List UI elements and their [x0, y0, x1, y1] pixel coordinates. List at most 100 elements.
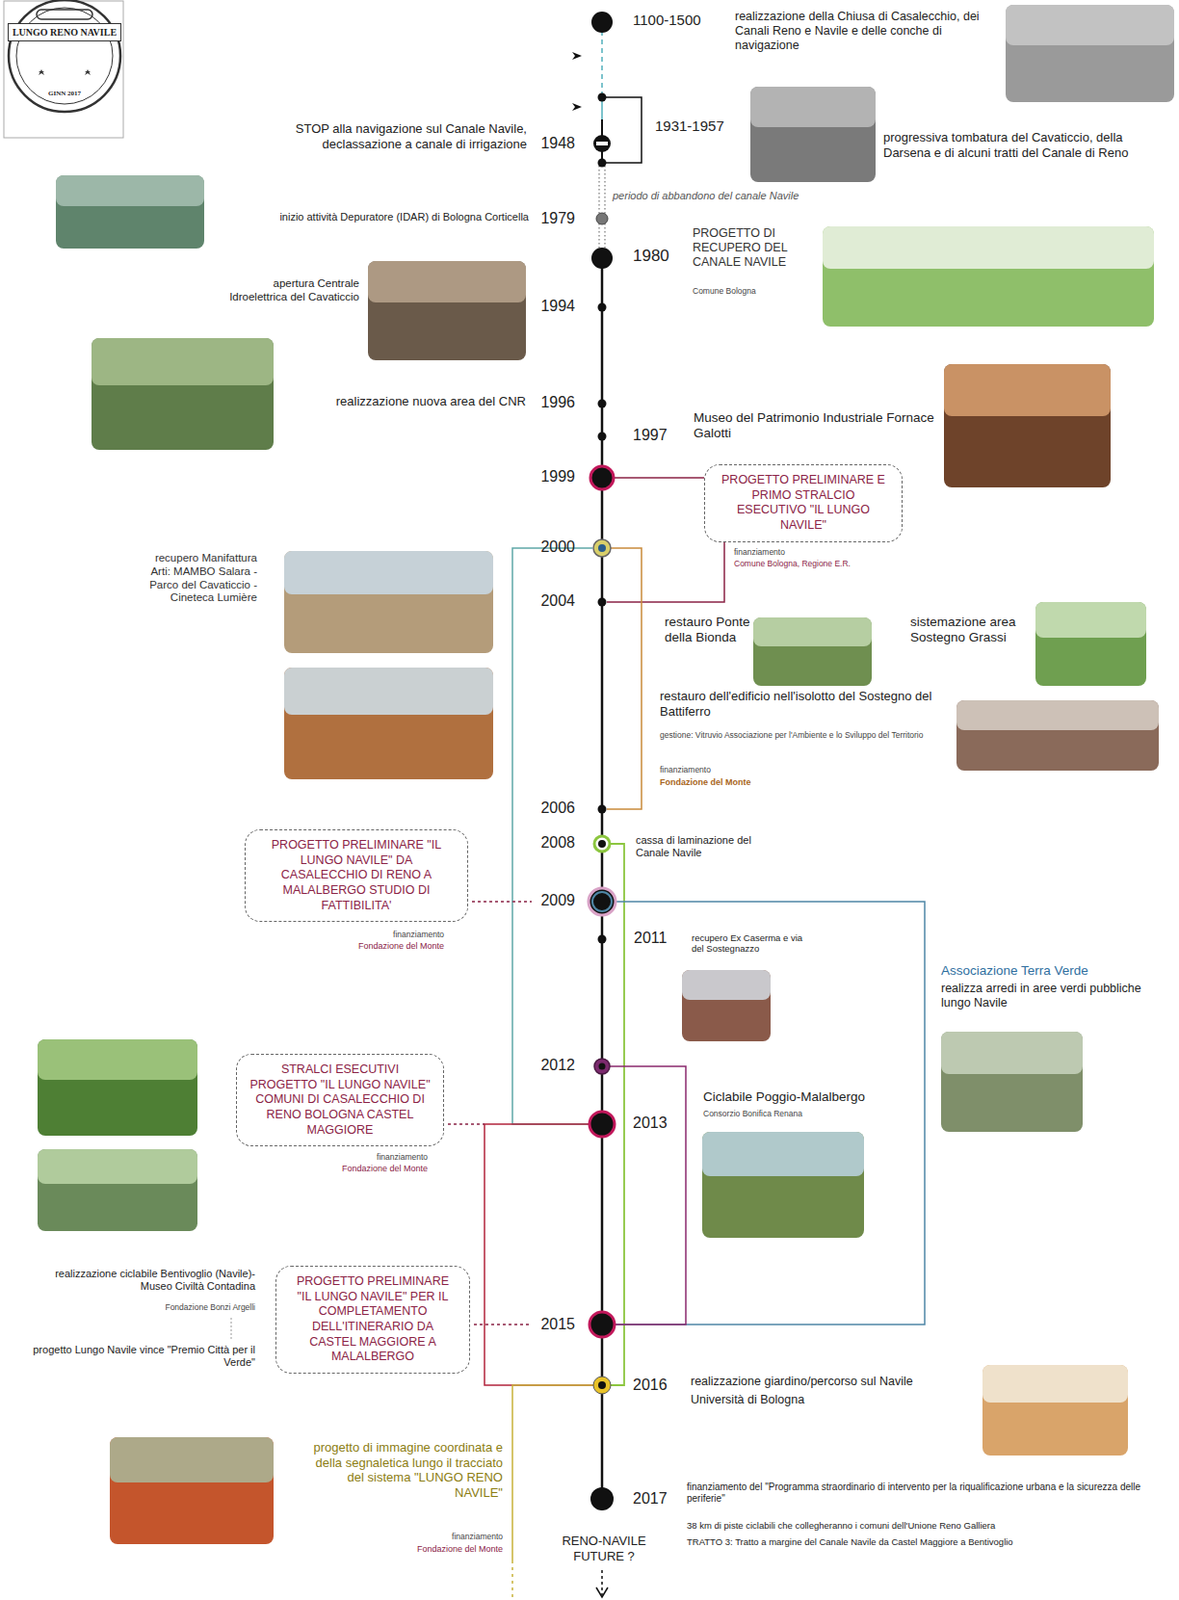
year-label: 1931-1957 [655, 117, 725, 135]
photo-sky [109, 1437, 274, 1483]
credit-note: finanziamento [376, 1152, 428, 1162]
year-label: 2015 [540, 1314, 576, 1334]
event-text: 38 km di piste ciclabili che collegheran… [686, 1519, 996, 1531]
timeline-dot [598, 399, 607, 409]
stamp-star [38, 69, 91, 76]
photo-sky [37, 1149, 198, 1184]
event-text: realizza arredi in aree verdi pubbliche … [941, 981, 1144, 1011]
photo-sky [1005, 4, 1175, 46]
year-label: 2006 [540, 798, 576, 817]
year-label: 1999 [540, 467, 576, 486]
timeline-dot [588, 888, 616, 916]
photo [956, 700, 1159, 771]
node-text: STRALCI ESECUTIVI PROGETTO "IL LUNGO NAV… [248, 1062, 432, 1138]
event-text: realizzazione nuova area del CNR [336, 393, 526, 410]
timeline-dot [593, 134, 611, 153]
stamp-frame [3, 0, 124, 138]
timeline-dot-core [599, 1063, 606, 1071]
year-label: 2004 [540, 591, 576, 610]
photo [91, 338, 274, 450]
timeline-dot [598, 805, 607, 814]
event-text: restauro Ponte della Bionda [664, 614, 752, 646]
timeline-dot-ring [592, 891, 612, 912]
photo-sky [91, 338, 274, 386]
year-label: 2011 [633, 928, 667, 947]
photo [367, 261, 526, 361]
timeline-line [601, 102, 603, 120]
credit-note: gestione: Vitruvio Associazione per l'Am… [659, 730, 940, 740]
event-text: Associazione Terra Verde [941, 963, 1089, 979]
period-note: periodo di abbandono del canale Navile [612, 189, 799, 203]
photo [982, 1364, 1128, 1456]
credit-note: finanziamento [451, 1531, 503, 1542]
year-label: 1997 [632, 425, 668, 445]
photo [37, 1039, 198, 1136]
credit-note: finanziamento [733, 547, 786, 557]
node-text: PROGETTO PRELIMINARE "IL LUNGO NAVILE" D… [257, 838, 456, 914]
photo-sky [702, 1131, 865, 1177]
photo-sky [681, 969, 771, 1000]
timeline-dot [591, 11, 613, 33]
logo-stamp: LUNGO RENO NAVILEGINN 2017 [7, 0, 122, 137]
credit-note: Comune Bologna, Regione E.R. [733, 558, 851, 569]
node-text: PROGETTO PRELIMINARE "IL LUNGO NAVILE" P… [288, 1274, 458, 1365]
timeline-line [484, 1124, 594, 1386]
timeline-dot [589, 1111, 615, 1137]
event-text: progressiva tombatura del Cavaticcio, de… [883, 130, 1168, 160]
timeline-dot [589, 1311, 615, 1337]
stamp-ring [8, 0, 121, 112]
timeline-dot [590, 1487, 614, 1511]
timeline-dot [594, 1058, 610, 1075]
photo [943, 364, 1111, 488]
year-label: 2013 [632, 1113, 668, 1132]
year-label: 2012 [540, 1055, 576, 1075]
timeline-dot [594, 836, 610, 852]
timeline-dot [598, 432, 607, 442]
timeline-dot [593, 1376, 611, 1394]
timeline-line [602, 97, 642, 163]
photo-sky [941, 1031, 1083, 1075]
photo [37, 1149, 198, 1232]
timeline-line [512, 548, 593, 1125]
event-text: progetto di immagine coordinata e della … [310, 1440, 503, 1500]
timeline-line [601, 22, 603, 103]
event-text: finanziamento del "Programma straordinar… [686, 1481, 1169, 1505]
photo-sky [367, 261, 526, 303]
photo [681, 969, 771, 1042]
event-text: realizzazione della Chiusa di Casalecchi… [734, 9, 997, 53]
event-text: progetto Lungo Navile vince "Premio Citt… [14, 1343, 256, 1369]
node-text: PROGETTO PRELIMINARE E PRIMO STRALCIO ES… [716, 472, 891, 534]
credit-note: Fondazione del Monte [341, 1163, 428, 1175]
photo [109, 1437, 274, 1545]
credit-note: Fondazione del Monte [358, 941, 445, 952]
year-label: 1996 [540, 393, 576, 412]
timeline-line [511, 1560, 514, 1600]
timeline-line [606, 548, 642, 810]
timeline-dot [593, 539, 611, 557]
credit-note: Fondazione del Monte [659, 777, 752, 788]
project-box: PROGETTO PRELIMINARE "IL LUNGO NAVILE" D… [244, 829, 469, 922]
event-text: Università di Bologna [690, 1392, 805, 1408]
year-label: 2008 [540, 833, 576, 852]
stop-bar [596, 141, 608, 146]
photo [55, 175, 205, 249]
photo [702, 1131, 865, 1238]
year-label: 2009 [540, 890, 576, 910]
photo-sky [37, 1039, 198, 1080]
project-box: STRALCI ESECUTIVI PROGETTO "IL LUNGO NAV… [235, 1053, 445, 1147]
photo-sky [284, 667, 494, 715]
photo-sky [982, 1364, 1128, 1403]
photo-sky [1035, 602, 1147, 638]
credit-note: Comune Bologna [692, 286, 757, 296]
timeline-dot [596, 212, 608, 225]
photo [1005, 4, 1175, 103]
stamp-emblem [36, 9, 93, 20]
photo [753, 617, 872, 686]
timeline-dot [598, 303, 607, 313]
event-text: cassa di laminazione del Canale Navile [635, 834, 771, 860]
event-text: Museo del Patrimonio Industriale Fornace… [693, 410, 935, 442]
photo [941, 1031, 1083, 1132]
timeline-dot [598, 598, 607, 607]
photo [284, 550, 494, 654]
